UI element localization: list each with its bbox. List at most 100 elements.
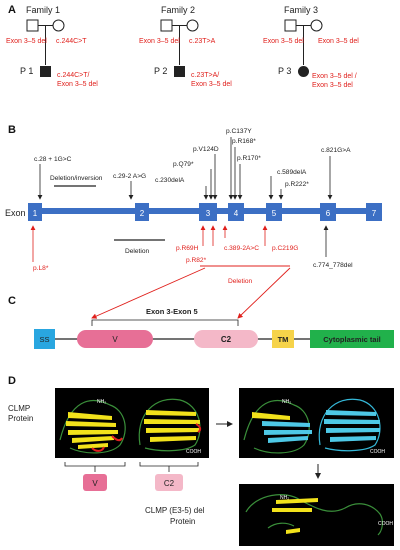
domain-tail-label: Cytoplasmic tail	[323, 335, 381, 344]
panel-a-label: A	[8, 4, 16, 16]
panel-c-label: C	[8, 295, 16, 307]
family-3-proband-genotype-1: Exon 3–5 del /	[312, 73, 357, 80]
c2-domain-chip	[155, 474, 183, 491]
exon-bracket	[91, 319, 239, 326]
nh2-label-2: NH₂	[282, 399, 291, 405]
exon-3-label: 3	[206, 209, 211, 218]
variant-q79: p.Q79*	[173, 161, 194, 168]
variant-c219g: p.C219G	[272, 245, 298, 252]
family-2-proband-genotype-1: c.23T>A/	[191, 72, 219, 79]
panel-d-label: D	[8, 375, 16, 387]
variant-c589: c.589delA	[277, 169, 307, 176]
exon-1-label: 1	[33, 209, 38, 218]
variant-c774: c.774_778del	[313, 262, 353, 269]
family-1-mother-symbol	[52, 19, 65, 32]
family-3-mother-symbol	[310, 19, 323, 32]
family-2-pedigree: Family 2 Exon 3–5 del c.23T>A P 2 c.23T>…	[139, 5, 232, 88]
family-2-mother-genotype: c.23T>A	[189, 38, 216, 45]
variant-r168: p.R168*	[232, 138, 256, 145]
family-1-proband-genotype-2: Exon 3–5 del	[57, 81, 98, 88]
exon-5-label: 5	[272, 209, 277, 218]
panel-b-label: B	[8, 124, 16, 136]
family-1-proband-symbol	[40, 66, 51, 77]
variant-c29: c.29-2 A>G	[113, 173, 146, 180]
protein-domain-map: Exon 3-Exon 5 SS V C2 TM Cytoplasmic tai…	[34, 307, 394, 349]
variant-c230: c.230delA	[155, 177, 185, 184]
gene-model: Exon 1 2 3 4 5 6 7	[5, 203, 382, 221]
family-1-proband-label: P 1	[20, 66, 33, 76]
exon-5: 5	[266, 203, 282, 221]
family-1-father-genotype: Exon 3–5 del	[6, 38, 47, 45]
v-domain-chip	[83, 474, 107, 491]
c2-chip-label: C2	[164, 479, 175, 488]
family-3-pedigree: Family 3 Exon 3–5 del Exon 3–5 del P 3 E…	[263, 5, 359, 89]
variants-below: Deletion p.L8* p.R69H p.R82* c.389-2A>C …	[30, 225, 353, 319]
family-3-proband-label: P 3	[278, 66, 291, 76]
family-1-title: Family 1	[26, 5, 60, 15]
clmp-structure-deleted: NH₂ COOH	[239, 484, 394, 546]
family-2-father-symbol	[160, 19, 173, 32]
v-chip-label: V	[92, 479, 98, 488]
variant-c821: c.821G>A	[321, 147, 351, 154]
exon-bracket-label: Exon 3-Exon 5	[146, 307, 198, 316]
family-3-mother-genotype: Exon 3–5 del	[318, 38, 359, 45]
exon-7: 7	[366, 203, 382, 221]
clmp-structure-highlight: NH₂ COOH	[239, 388, 394, 458]
variant-deletion-red: Deletion	[228, 278, 253, 285]
domain-tm-label: TM	[278, 335, 289, 344]
nh2-label-3: NH₂	[280, 495, 289, 501]
domain-v-label: V	[112, 335, 118, 344]
family-2-proband-genotype-2: Exon 3–5 del	[191, 81, 232, 88]
variant-v124: p.V124D	[193, 146, 219, 153]
family-3-title: Family 3	[284, 5, 318, 15]
nh2-label-1: NH₂	[97, 399, 106, 405]
domain-c2	[194, 330, 258, 348]
cooh-label-2: COOH	[370, 449, 385, 455]
variant-r222: p.R222*	[285, 181, 309, 188]
family-3-father-genotype: Exon 3–5 del	[263, 38, 304, 45]
variant-l8: p.L8*	[33, 265, 49, 272]
variant-deletion: Deletion	[125, 248, 150, 255]
domain-brackets: V C2	[64, 462, 199, 491]
family-1-mother-genotype: c.244C>T	[56, 38, 87, 45]
variant-c28: c.28 + 1G>C	[34, 156, 72, 163]
variant-r69h: p.R69H	[176, 245, 199, 252]
family-1-father-symbol	[26, 19, 39, 32]
variant-r82: p.R82*	[186, 257, 207, 264]
domain-c2-label: C2	[221, 335, 232, 344]
clmp-label-line1: CLMP	[8, 404, 30, 413]
domain-tm	[272, 330, 294, 348]
exon-6-label: 6	[326, 209, 331, 218]
cooh-label-3: COOH	[378, 521, 393, 527]
deleted-protein-label-2: Protein	[170, 517, 195, 526]
family-2-father-genotype: Exon 3–5 del	[139, 38, 180, 45]
exon-2-label: 2	[140, 209, 145, 218]
exon-4-label: 4	[234, 209, 239, 218]
family-3-proband-genotype-2: Exon 3–5 del	[312, 82, 353, 89]
cooh-label-1: COOH	[186, 449, 201, 455]
domain-cytoplasmic-tail	[310, 330, 394, 348]
variant-c137: p.C137Y	[226, 128, 252, 135]
family-1-proband-genotype-1: c.244C>T/	[57, 72, 90, 79]
exon-7-label: 7	[372, 209, 377, 218]
exon-4: 4	[228, 203, 244, 221]
clmp-label-line2: Protein	[8, 414, 33, 423]
family-3-proband-symbol	[298, 66, 309, 77]
clmp-structure-full: NH₂ COOH	[55, 388, 209, 458]
variant-c389: c.389-2A>C	[224, 245, 259, 252]
family-2-mother-symbol	[186, 19, 199, 32]
domain-ss-label: SS	[39, 335, 49, 344]
family-2-proband-symbol	[174, 66, 185, 77]
variant-r170: p.R170*	[237, 155, 261, 162]
exon-1: 1	[28, 203, 42, 221]
exon-3: 3	[199, 203, 217, 221]
family-2-title: Family 2	[161, 5, 195, 15]
family-3-father-symbol	[284, 19, 297, 32]
deleted-protein-label-1: CLMP (E3-5) del	[145, 506, 205, 515]
exon-6: 6	[320, 203, 336, 221]
domain-v	[77, 330, 153, 348]
family-2-proband-label: P 2	[154, 66, 167, 76]
exon-2: 2	[135, 203, 149, 221]
family-1-pedigree: Family 1 Exon 3–5 del c.244C>T P 1 c.244…	[6, 5, 98, 88]
